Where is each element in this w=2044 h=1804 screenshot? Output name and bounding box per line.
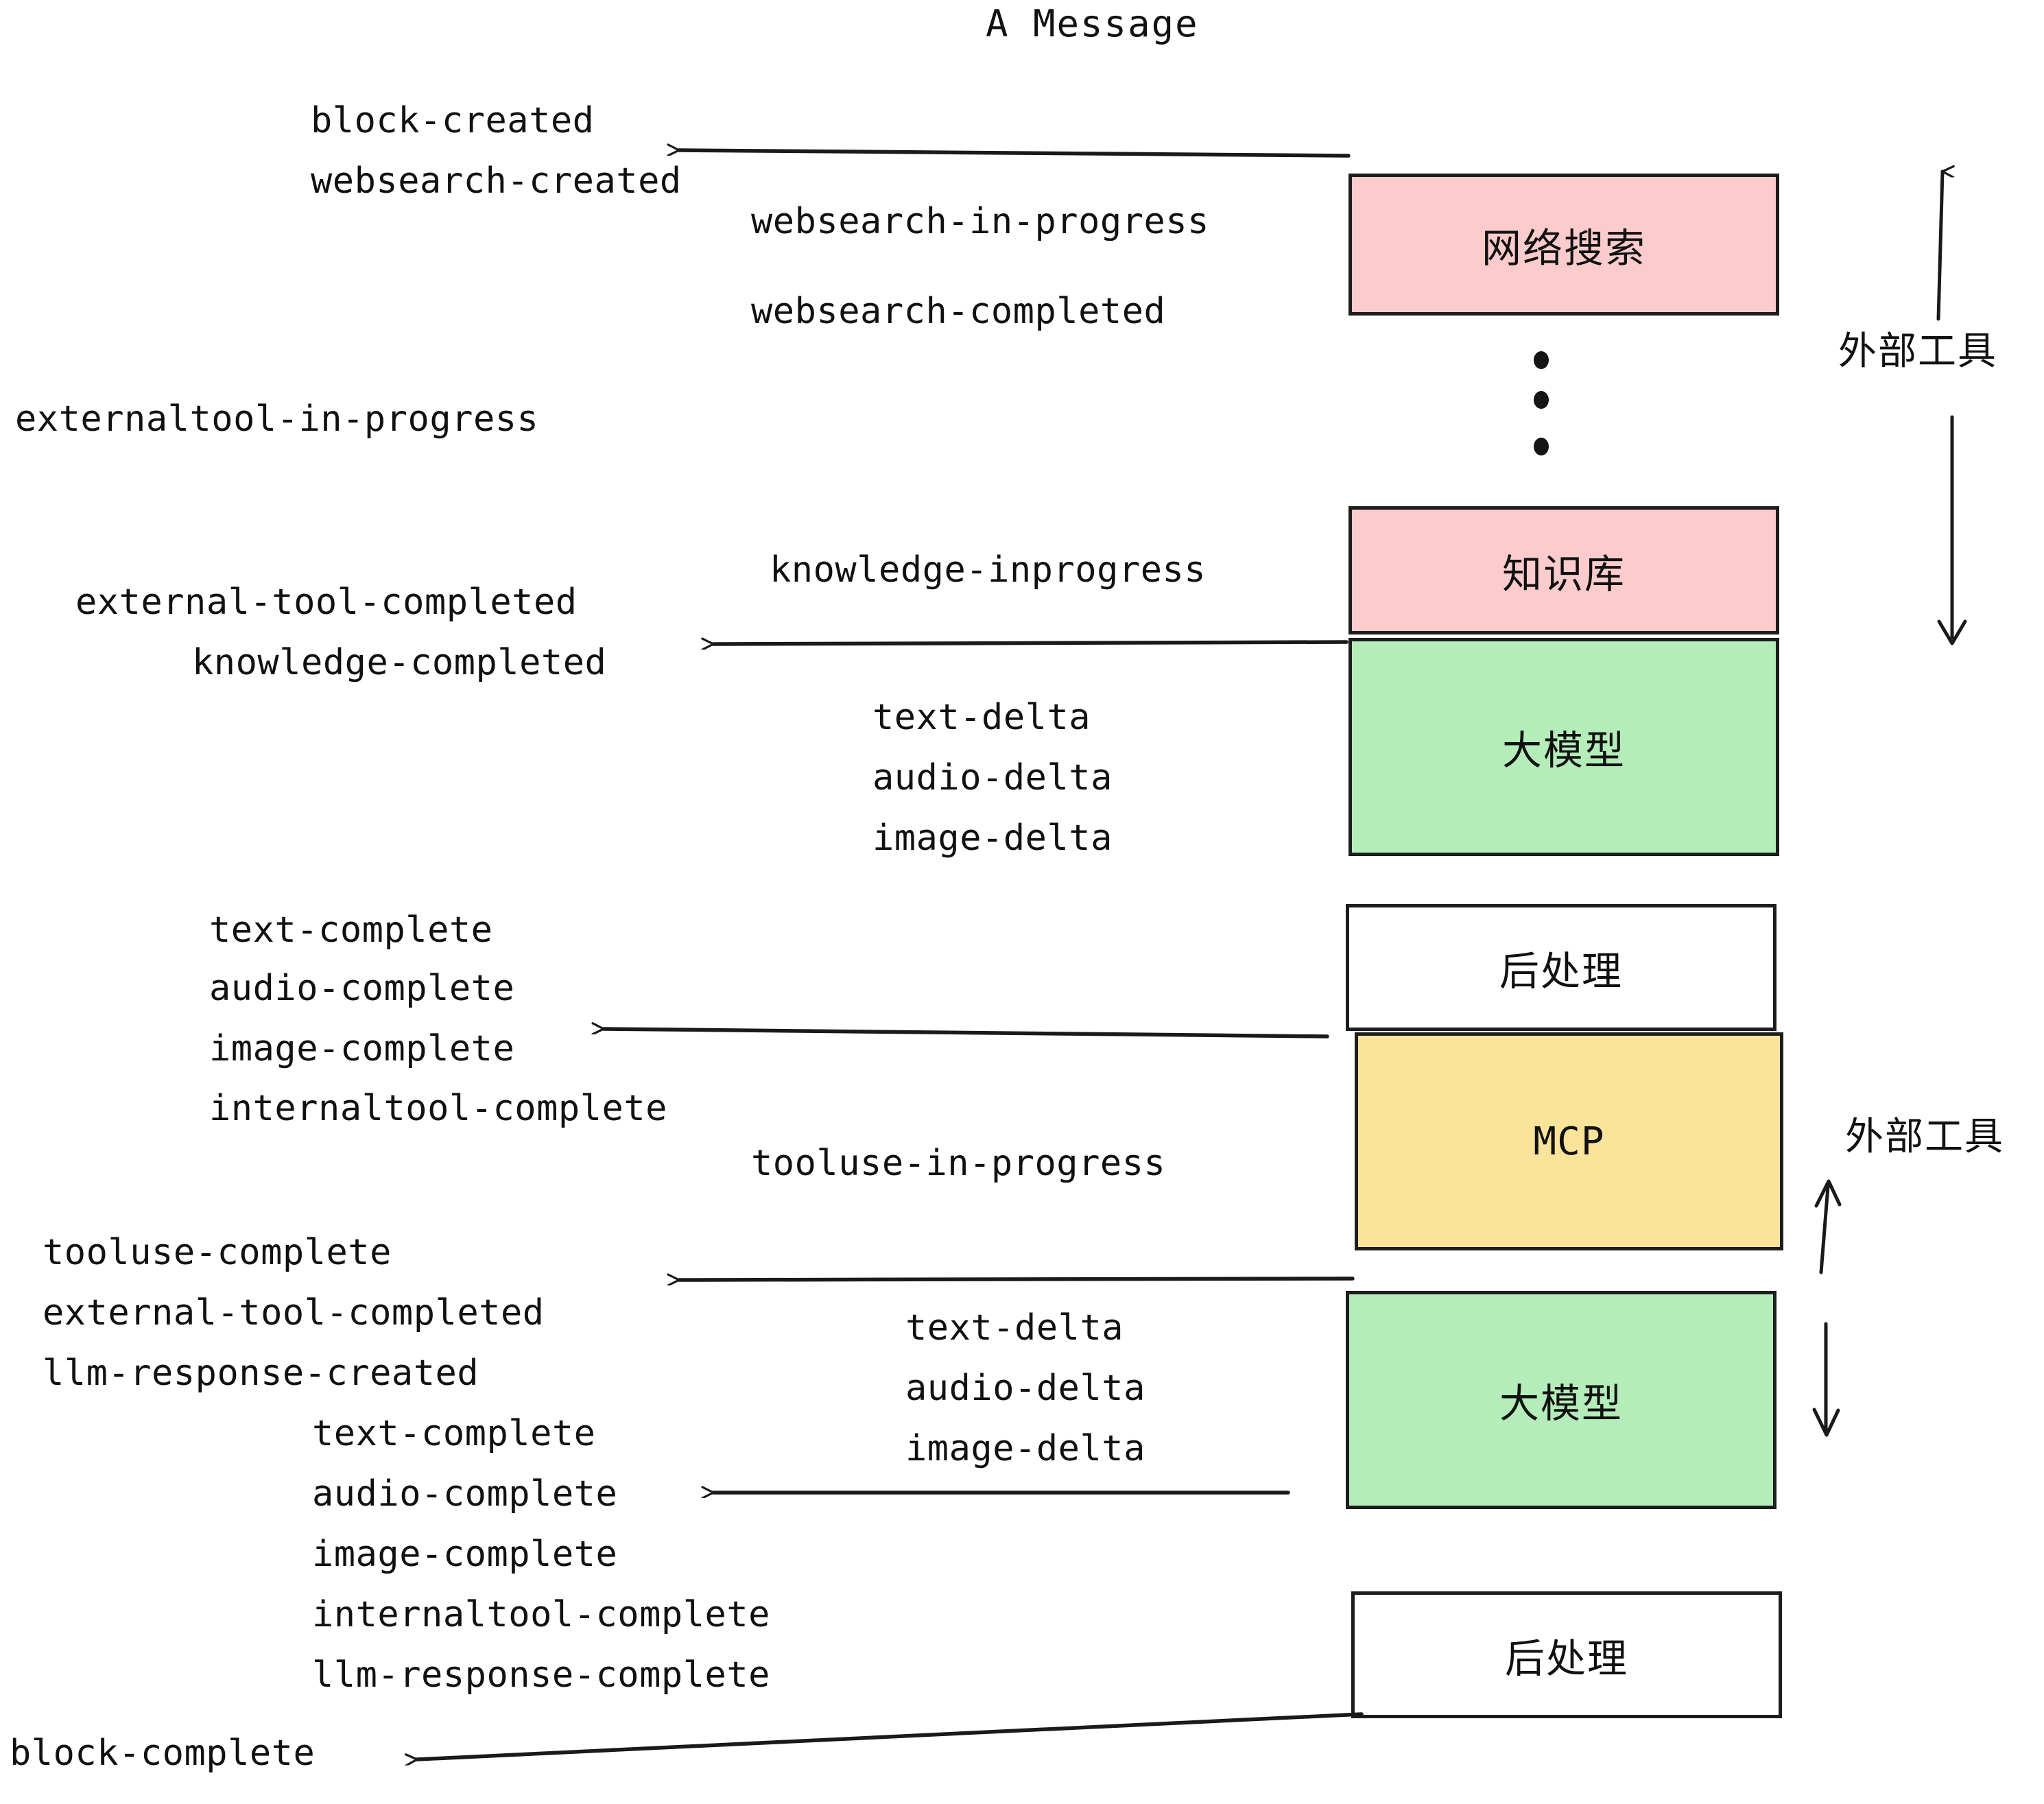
arrow-mcp-to-toolusecomplete [679, 1279, 1355, 1280]
event-image-complete-2: image-complete [312, 1534, 618, 1575]
arrow-postprocess1-to-imagecomplete [604, 1029, 1329, 1039]
node-postprocess-2[interactable]: 后处理 [1351, 1591, 1782, 1718]
event-external-tool-completed-1: external-tool-completed [75, 582, 578, 623]
event-audio-complete-2: audio-complete [312, 1473, 618, 1515]
node-llm-1-label: 大模型 [1501, 727, 1626, 774]
event-internaltool-complete-1: internaltool-complete [209, 1088, 667, 1129]
node-mcp-label: MCP [1533, 1119, 1605, 1164]
node-websearch-label: 网络搜索 [1481, 224, 1646, 272]
bracket-external-tools-bottom-up-head [1814, 1179, 1842, 1208]
event-block-created: block-created [311, 100, 595, 141]
event-internaltool-complete-2: internaltool-complete [312, 1594, 770, 1635]
node-mcp[interactable]: MCP [1355, 1032, 1783, 1250]
arrow-postprocess2-to-blockcomplete [417, 1712, 1364, 1759]
bracket-external-tools-top-down-head [1937, 619, 1967, 645]
event-audio-delta-1: audio-delta [872, 757, 1113, 798]
bracket-external-tools-bottom-down-head [1812, 1408, 1840, 1437]
event-tooluse-complete: tooluse-complete [43, 1232, 392, 1273]
event-image-delta-2: image-delta [905, 1428, 1145, 1469]
node-knowledge-base[interactable]: 知识库 [1348, 506, 1779, 634]
side-label-external-tools-top: 外部工具 [1838, 329, 1997, 374]
arrow-knowledge-to-knowledgecompleted [713, 642, 1348, 644]
event-audio-delta-2: audio-delta [905, 1368, 1145, 1409]
event-llm-response-created: llm-response-created [43, 1353, 479, 1394]
node-postprocess-1-label: 后处理 [1499, 947, 1623, 995]
event-text-delta-1: text-delta [872, 697, 1091, 738]
node-postprocess-1[interactable]: 后处理 [1346, 904, 1776, 1031]
node-knowledge-base-label: 知识库 [1501, 550, 1626, 597]
event-image-delta-1: image-delta [872, 818, 1113, 859]
side-label-external-tools-bottom: 外部工具 [1845, 1115, 2004, 1159]
event-block-complete: block-complete [10, 1733, 316, 1774]
page-title: A Message [986, 2, 1199, 45]
event-websearch-created: websearch-created [311, 161, 682, 202]
event-websearch-completed: websearch-completed [751, 291, 1166, 332]
node-llm-1[interactable]: 大模型 [1348, 638, 1779, 856]
ellipsis-dot-2 [1534, 391, 1549, 409]
event-text-delta-2: text-delta [905, 1307, 1124, 1349]
node-llm-2[interactable]: 大模型 [1346, 1291, 1776, 1509]
event-tooluse-in-progress: tooluse-in-progress [751, 1143, 1166, 1184]
ellipsis-dot-3 [1534, 438, 1549, 455]
node-websearch[interactable]: 网络搜索 [1348, 174, 1779, 316]
event-text-complete-2: text-complete [312, 1413, 596, 1454]
event-llm-response-complete: llm-response-complete [312, 1654, 770, 1696]
bracket-external-tools-bottom-up-line [1819, 1185, 1830, 1274]
node-postprocess-2-label: 后处理 [1504, 1635, 1628, 1682]
ellipsis-dot-1 [1534, 351, 1549, 369]
event-external-tool-completed-2: external-tool-completed [43, 1292, 545, 1333]
event-externaltool-in-progress: externaltool-in-progress [15, 399, 539, 440]
node-llm-2-label: 大模型 [1499, 1380, 1623, 1427]
event-text-complete-1: text-complete [209, 910, 493, 951]
event-knowledge-completed: knowledge-completed [192, 642, 607, 683]
event-audio-complete-1: audio-complete [209, 968, 515, 1009]
event-websearch-in-progress: websearch-in-progress [751, 201, 1209, 242]
event-image-complete-1: image-complete [209, 1028, 515, 1069]
event-knowledge-inprogress: knowledge-inprogress [770, 549, 1207, 591]
bracket-external-tools-top-up [1936, 171, 1942, 321]
arrow-websearch-to-blockcreated [679, 150, 1351, 158]
